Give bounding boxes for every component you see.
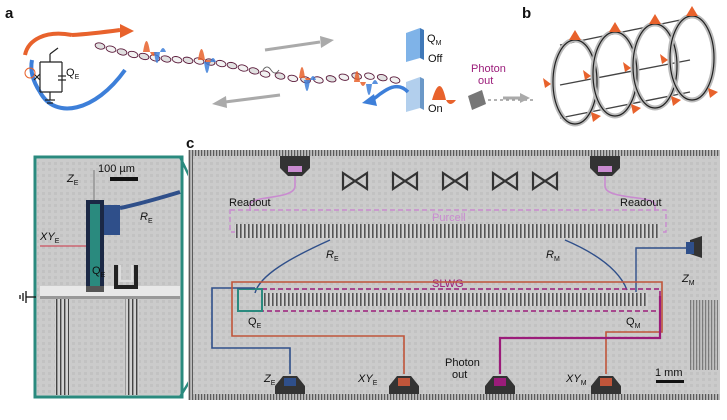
purcell-label: Purcell bbox=[432, 212, 466, 224]
rm-label: R bbox=[546, 249, 554, 261]
inset-xy-label: XY bbox=[39, 231, 55, 243]
re-label: R bbox=[326, 249, 334, 261]
qubit-label: Q bbox=[66, 67, 75, 79]
output-pulse bbox=[432, 86, 456, 104]
svg-text:ZE: ZE bbox=[66, 173, 79, 187]
chip-scalebar-label: 1 mm bbox=[655, 367, 683, 379]
comb-structure bbox=[55, 295, 69, 395]
detector-icon bbox=[468, 90, 486, 110]
svg-text:QE: QE bbox=[66, 67, 80, 81]
ze-label: Z bbox=[263, 373, 272, 385]
reflection-arrow bbox=[371, 84, 410, 102]
slwg-label: SLWG bbox=[432, 278, 464, 290]
ground-icon bbox=[19, 291, 36, 303]
emitter-qubit-pad bbox=[90, 204, 100, 288]
qe-label: Q bbox=[248, 316, 257, 328]
svg-text:QM: QM bbox=[427, 33, 442, 47]
photon-pulses bbox=[143, 41, 378, 95]
bowtie-array bbox=[341, 170, 559, 192]
cavity-array-illustration bbox=[543, 6, 718, 127]
readout-label-left: Readout bbox=[229, 197, 271, 209]
svg-text:XYM: XYM bbox=[565, 373, 587, 387]
mirror-qubit-label: Q bbox=[427, 33, 436, 45]
zm-label: Z bbox=[681, 273, 690, 285]
svg-text:RE: RE bbox=[140, 211, 153, 225]
chip-layout: Readout Readout Purcell RE RM ZM SLWG QE… bbox=[188, 150, 720, 400]
orange-path bbox=[23, 31, 73, 56]
svg-text:QE: QE bbox=[248, 316, 262, 330]
svg-text:ZE: ZE bbox=[263, 373, 276, 387]
on-label: On bbox=[428, 103, 443, 115]
mirror-qubit-on: On bbox=[406, 77, 443, 115]
readout-resonator-pad bbox=[104, 205, 120, 235]
emitter-qubit-schematic: QE bbox=[23, 24, 134, 111]
panel-label-c: c bbox=[186, 135, 194, 152]
inset-q-label: Q bbox=[92, 265, 101, 277]
panel-label-b: b bbox=[522, 5, 531, 22]
svg-text:QM: QM bbox=[626, 316, 641, 330]
direction-arrows bbox=[212, 36, 334, 108]
emission-icon bbox=[24, 67, 36, 79]
emitter-zoom-inset: 100 µm ZE RE XYE QE bbox=[33, 155, 184, 399]
svg-text:XYE: XYE bbox=[39, 231, 60, 245]
inset-r-label: R bbox=[140, 211, 148, 223]
svg-text:ZM: ZM bbox=[681, 273, 695, 287]
xye-label: XY bbox=[357, 373, 373, 385]
chip-scalebar bbox=[656, 380, 684, 383]
off-label: Off bbox=[428, 53, 443, 65]
inset-z-label: Z bbox=[66, 173, 75, 185]
readout-label-right: Readout bbox=[620, 197, 662, 209]
waveguide-chain bbox=[94, 42, 401, 84]
inset-scalebar bbox=[110, 177, 138, 181]
inset-scalebar-label: 100 µm bbox=[98, 163, 135, 175]
purcell-comb bbox=[235, 224, 660, 238]
svg-text:RE: RE bbox=[326, 249, 339, 263]
slwg-comb bbox=[262, 293, 648, 306]
panel-label-a: a bbox=[5, 5, 14, 22]
qm-label: Q bbox=[626, 316, 635, 328]
svg-text:QE: QE bbox=[92, 265, 106, 279]
svg-text:XYE: XYE bbox=[357, 373, 378, 387]
mirror-qubit-off: QM Off bbox=[406, 28, 443, 65]
xym-label: XY bbox=[565, 373, 581, 385]
orange-arrowhead bbox=[120, 24, 134, 38]
svg-text:RM: RM bbox=[546, 249, 560, 263]
